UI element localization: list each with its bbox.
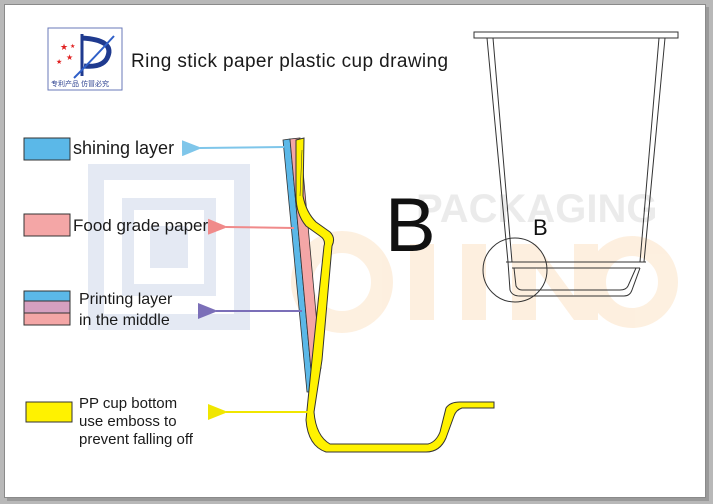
arrow-shining [181,140,285,157]
swatch-food-paper [23,213,71,237]
svg-text:PACKAGING: PACKAGING [416,187,657,231]
legend-label-printing-line1: Printing layer [79,291,173,308]
svg-text:★: ★ [60,43,68,53]
swatch-printing [23,290,71,326]
legend-label-shining: shining layer [73,138,175,158]
watermark: PACKAGING [88,164,678,333]
svg-text:★: ★ [56,58,62,66]
legend-label-pp-line1: PP cup bottom [79,395,178,412]
legend-label-pp-line3: prevent falling off [79,431,193,448]
swatch-pp-bottom [25,401,73,423]
brand-logo: ★ ★ ★ ★ [47,27,123,91]
page-title: Ring stick paper plastic cup drawing [131,51,449,72]
svg-text:★: ★ [66,53,73,62]
legend-label-pp-line2: use emboss to [79,413,177,430]
swatch-shining [23,137,71,161]
cup-outline [473,31,679,303]
legend-label-food-paper: Food grade paper [73,216,209,235]
svg-text:★: ★ [70,43,75,50]
detail-callout-large: B [385,183,436,268]
logo-caption: 专利产品 仿冒必究 [51,81,109,88]
legend-label-printing-line2: in the middle [79,312,170,329]
arrow-food [207,218,295,235]
detail-b-circle [482,237,548,303]
cup-wall-section [282,137,495,453]
detail-callout-small: B [533,215,548,240]
